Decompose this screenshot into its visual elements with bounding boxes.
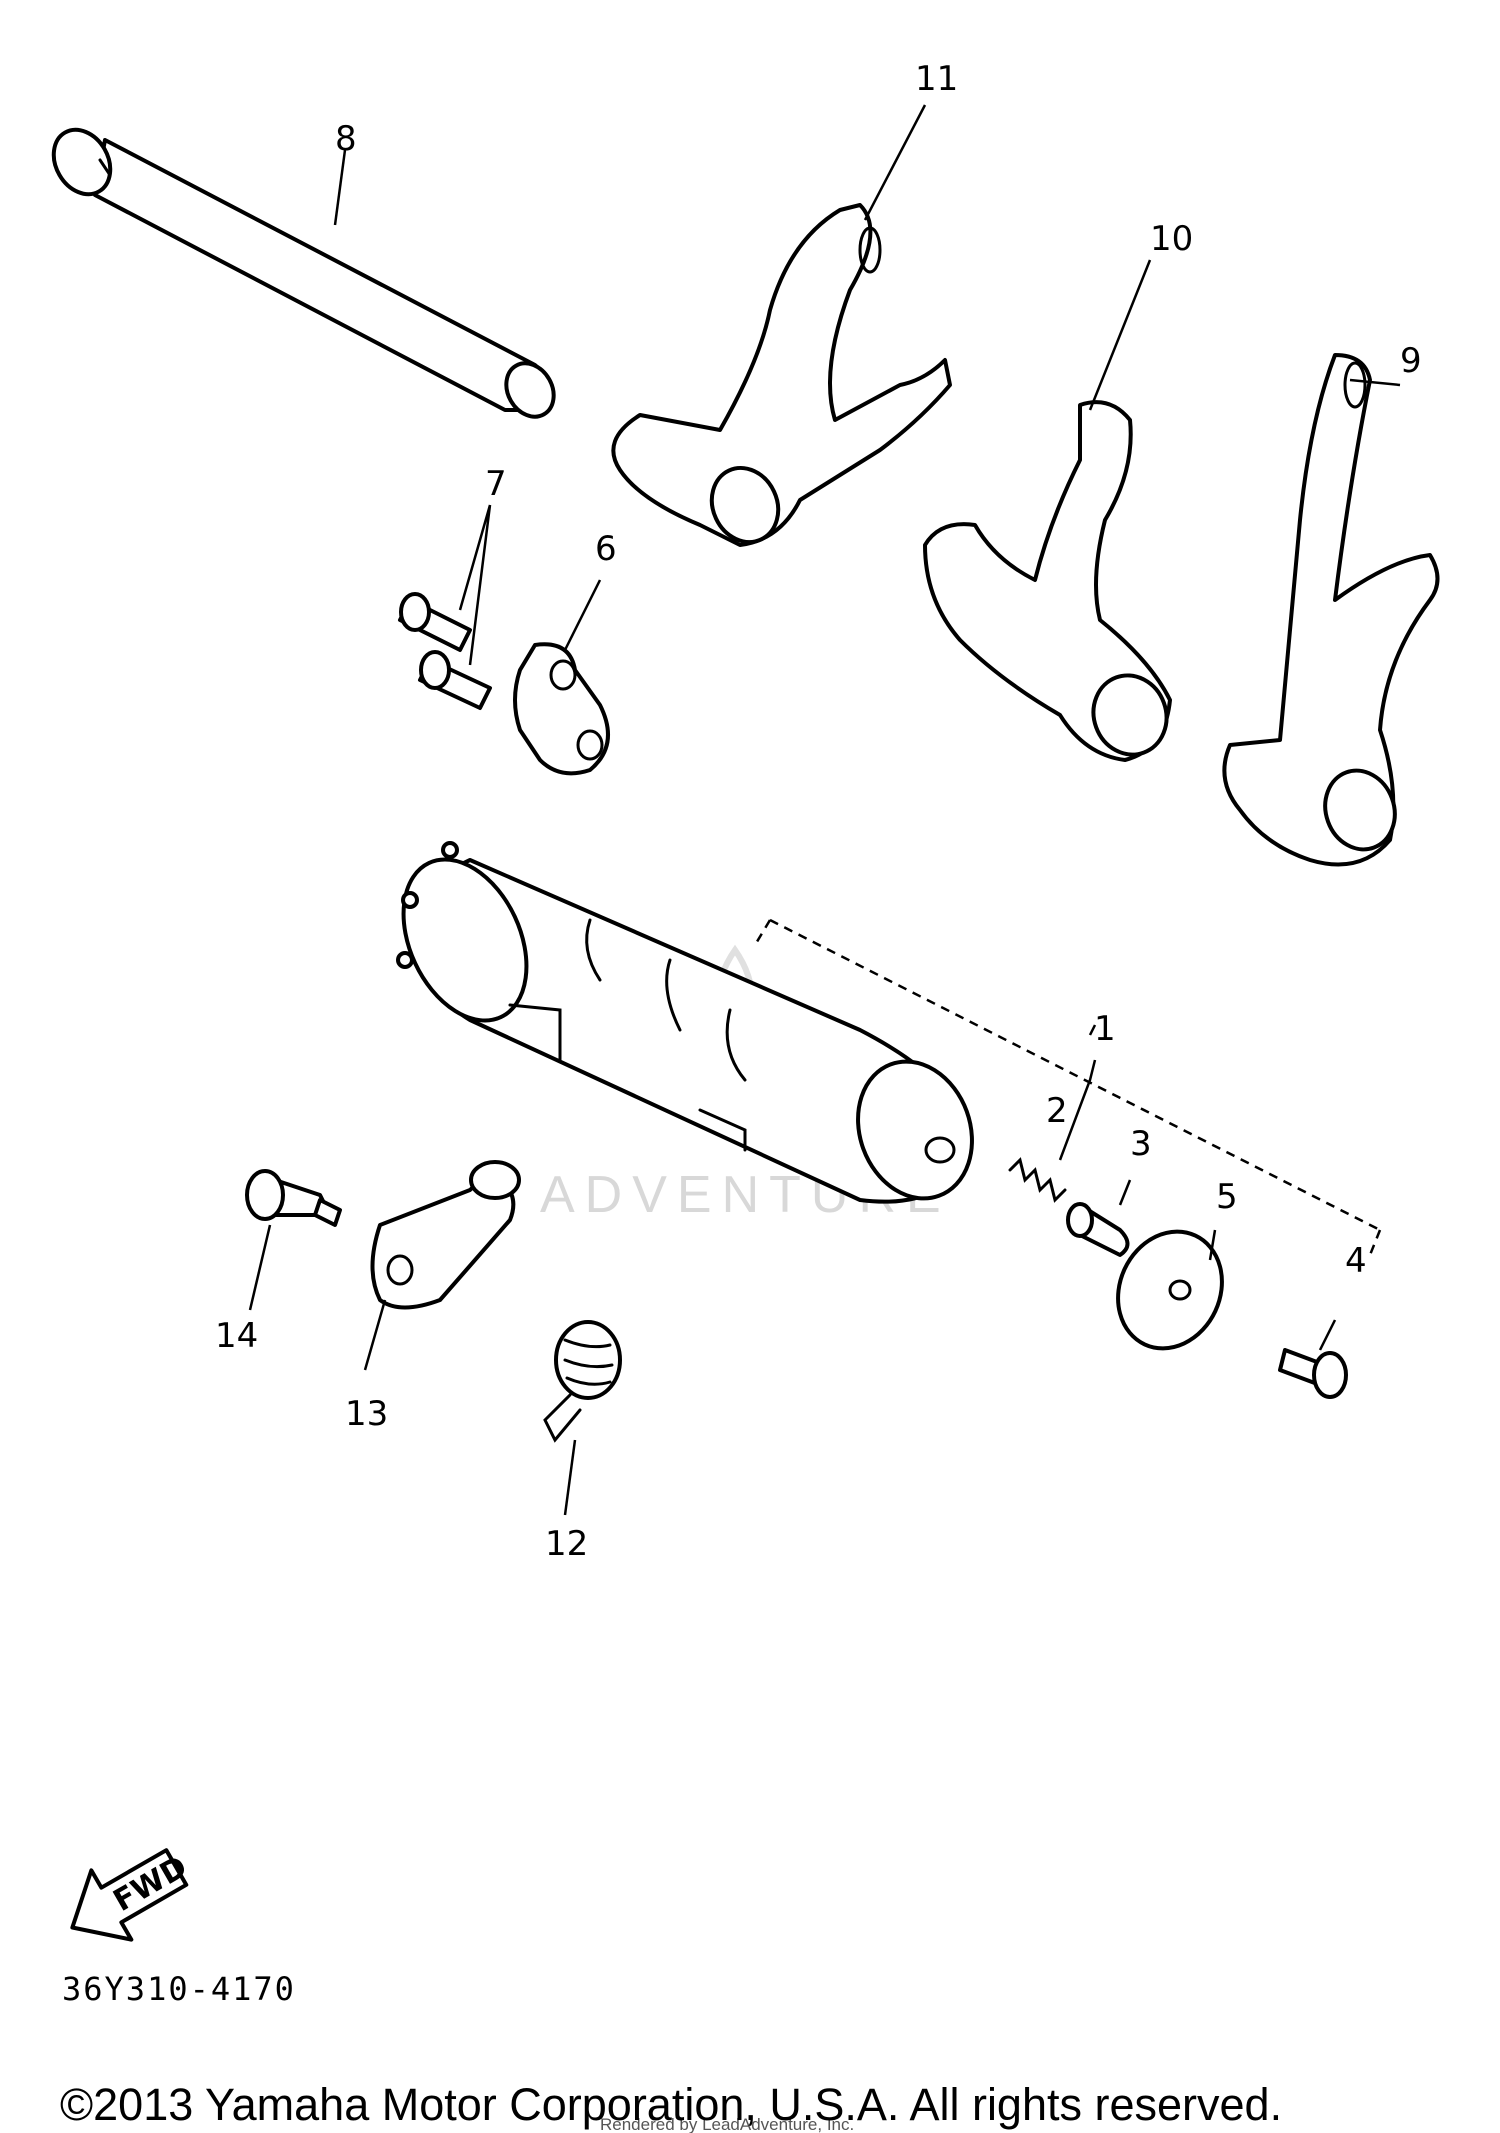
callout-2: 2 xyxy=(1046,1091,1068,1131)
shift-fork-11 xyxy=(611,203,952,547)
callout-4: 4 xyxy=(1345,1241,1367,1281)
callout-13: 13 xyxy=(345,1394,388,1434)
shift-cam-drum xyxy=(396,841,974,1204)
screws-7 xyxy=(398,592,492,710)
stopper-lever-13 xyxy=(370,1160,521,1310)
callout-9: 9 xyxy=(1400,341,1422,381)
fwd-arrow: FWD xyxy=(70,1848,193,1942)
callout-8: 8 xyxy=(335,119,357,159)
rendered-note: Rendered by LeadAdventure, Inc. xyxy=(600,2115,854,2133)
callout-7: 7 xyxy=(485,464,507,504)
shift-fork-shaft xyxy=(51,127,556,419)
callout-1: 1 xyxy=(1094,1009,1116,1049)
shift-fork-10 xyxy=(923,400,1172,762)
callout-14: 14 xyxy=(215,1316,258,1356)
copyright-notice: ©2013 Yamaha Motor Corporation, U.S.A. A… xyxy=(60,2079,1282,2130)
shift-fork-9 xyxy=(1222,353,1440,867)
callout-6: 6 xyxy=(595,529,617,569)
screw-4 xyxy=(1278,1348,1348,1399)
group-bracket xyxy=(753,918,1382,1256)
plate-6 xyxy=(513,642,610,776)
torsion-spring-12 xyxy=(543,1320,622,1443)
callout-11: 11 xyxy=(915,59,958,99)
callout-10: 10 xyxy=(1150,219,1193,259)
washer-5 xyxy=(1116,1229,1224,1351)
spring-2 xyxy=(1008,1157,1067,1203)
callout-5: 5 xyxy=(1216,1177,1238,1217)
callout-3: 3 xyxy=(1130,1124,1152,1164)
bolt-14 xyxy=(245,1169,342,1227)
pin-3 xyxy=(1066,1202,1130,1257)
callout-numbers: 1 2 3 4 5 6 7 8 9 10 11 12 13 14 xyxy=(215,59,1422,1564)
diagram-part-number: 36Y310-4170 xyxy=(62,1970,296,2008)
leader-lines xyxy=(248,104,1401,1516)
callout-12: 12 xyxy=(545,1524,588,1564)
